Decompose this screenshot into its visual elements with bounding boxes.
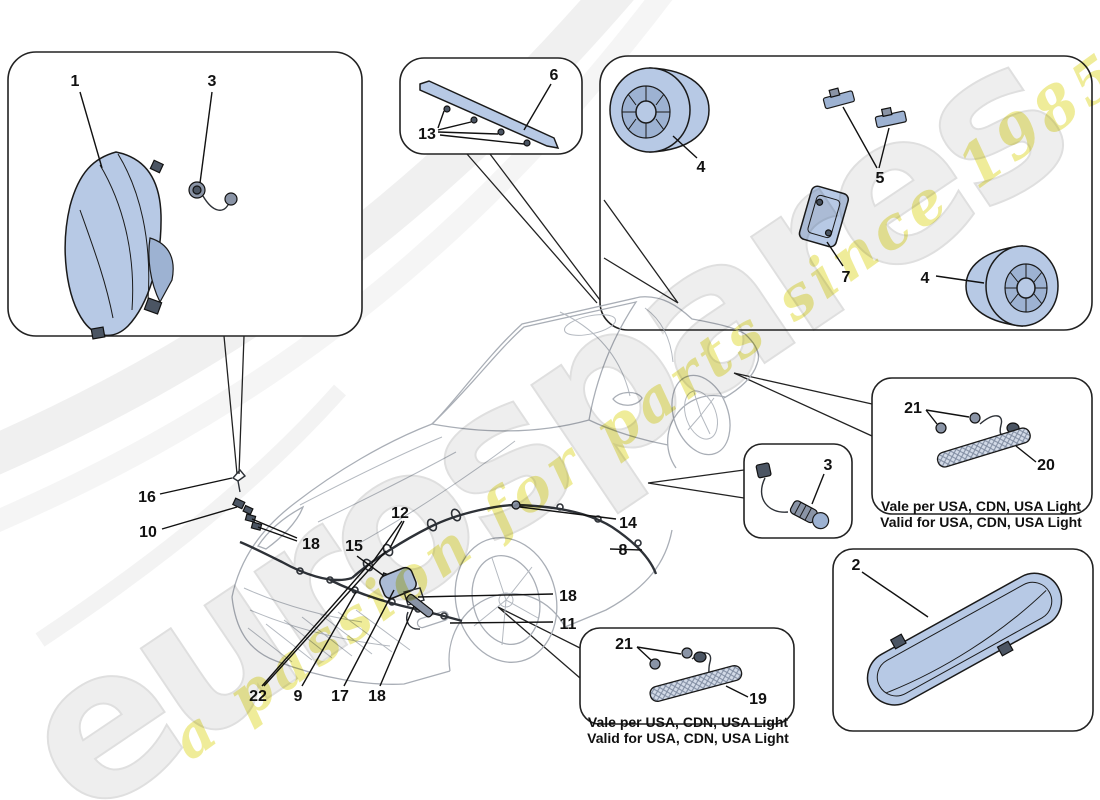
callout-13: 13	[418, 126, 436, 143]
box-pointer-lines	[223, 153, 873, 679]
callout-4b: 4	[921, 270, 930, 287]
callout-numbers: 1 3 13 6 4 5 7 4 21 20 3 2 21 19 16 10 1…	[71, 67, 1055, 708]
callout-9: 9	[294, 688, 303, 705]
box-bulb-connector	[743, 443, 853, 539]
callout-7: 7	[842, 269, 851, 286]
bulb-connector-part-b	[755, 462, 830, 530]
callout-19: 19	[749, 691, 767, 708]
callout-1: 1	[71, 73, 80, 90]
headlight-assembly-part	[64, 151, 174, 340]
pointer-lines	[79, 83, 1037, 698]
callout-4a: 4	[697, 159, 706, 176]
callout-18b: 18	[559, 588, 577, 605]
callout-18c: 18	[368, 688, 386, 705]
wiring-harness	[231, 468, 658, 630]
side-marker-rear-part	[935, 412, 1031, 468]
callout-21a: 21	[904, 400, 922, 417]
callout-11: 11	[560, 616, 577, 633]
callout-16: 16	[138, 489, 156, 506]
rear-wheel	[671, 374, 731, 456]
car-illustration	[231, 296, 760, 685]
callout-5: 5	[876, 170, 885, 187]
box-side-marker-front	[579, 627, 795, 725]
connector-10-target	[231, 497, 254, 516]
box-rear-lamps	[599, 55, 1093, 331]
bulb-connector-part-a	[188, 181, 238, 211]
note-front-line1: Vale per USA, CDN, USA Light	[588, 714, 789, 730]
callout-3b: 3	[824, 457, 833, 474]
callout-20: 20	[1037, 457, 1055, 474]
front-wheel	[454, 537, 558, 663]
note-rear-line2: Valid for USA, CDN, USA Light	[880, 514, 1082, 530]
callout-21b: 21	[615, 636, 633, 653]
callout-14: 14	[619, 515, 637, 532]
clip-parts-5	[822, 87, 907, 129]
rear-lamp-part-b	[965, 245, 1059, 327]
callout-12: 12	[391, 505, 409, 522]
box-headlight	[7, 51, 363, 337]
callout-6: 6	[550, 67, 559, 84]
regional-notes: Vale per USA, CDN, USA Light Valid for U…	[587, 498, 1082, 746]
rear-lamp-part-a	[609, 67, 710, 153]
callout-18a: 18	[302, 536, 320, 553]
callout-3a: 3	[208, 73, 217, 90]
mount-18c-target	[403, 587, 434, 630]
splitter-hatching	[247, 609, 411, 663]
taillight-part	[866, 572, 1063, 706]
hood-clip-16-target	[231, 468, 247, 493]
callout-8: 8	[619, 542, 628, 559]
callout-22: 22	[249, 688, 267, 705]
bracket-part-7	[798, 185, 850, 248]
callout-10: 10	[139, 524, 157, 541]
note-rear-line1: Vale per USA, CDN, USA Light	[881, 498, 1082, 514]
note-front-line2: Valid for USA, CDN, USA Light	[587, 730, 789, 746]
screw-14-target	[511, 500, 521, 510]
trim-strip-part	[419, 80, 560, 149]
callout-15: 15	[345, 538, 363, 555]
side-marker-front-part	[649, 647, 743, 703]
callout-17: 17	[331, 688, 349, 705]
callout-2: 2	[852, 557, 861, 574]
